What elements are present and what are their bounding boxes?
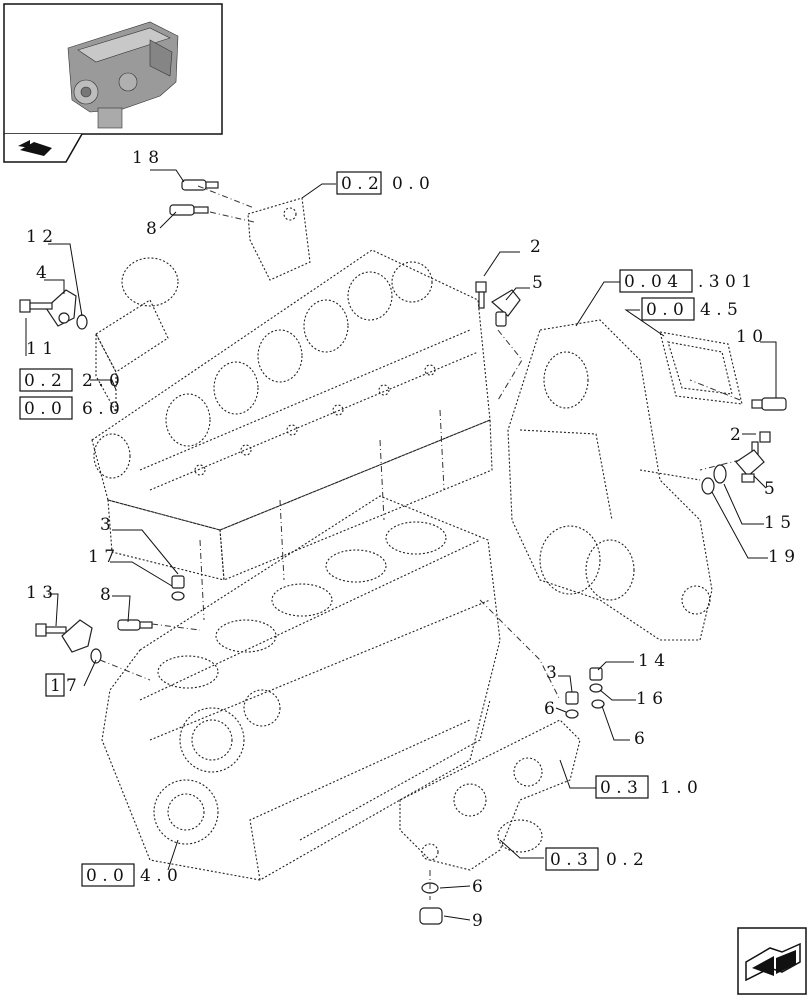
ref-0302[interactable]: 0 . 3 0 . 2 (545, 847, 644, 871)
callout-10: 1 0 (736, 327, 763, 347)
svg-text:0 . 0: 0 . 0 (86, 866, 124, 886)
callout-5-top: 5 (532, 273, 543, 293)
callout-labels: 1 8 8 1 2 4 1 1 2 5 1 0 2 5 1 5 1 9 3 1 … (26, 148, 795, 931)
side-cover (95, 257, 179, 415)
svg-text:0 . 0: 0 . 0 (646, 300, 684, 320)
sensor-10 (751, 397, 787, 411)
sensor-13 (61, 619, 93, 653)
svg-text:7: 7 (66, 676, 77, 696)
timing-gear-housing (507, 319, 713, 641)
bolt-11 (19, 299, 53, 313)
reference-boxes: 0 . 2 0 . 0 0 . 0 4 . 3 0 1 0 . 0 4 . 5 … (19, 171, 752, 887)
callout-8-left: 8 (100, 585, 111, 605)
ref-0045[interactable]: 0 . 0 4 . 5 (641, 297, 738, 321)
callout-17: 1 7 (88, 547, 115, 567)
callout-9: 9 (472, 911, 483, 931)
callout-6-right: 6 (634, 729, 645, 749)
callout-3-right: 3 (546, 663, 557, 683)
callout-15: 1 5 (764, 513, 791, 533)
alignment-lines (99, 185, 741, 900)
callout-14: 1 4 (638, 651, 665, 671)
engine-thumbnail-icon[interactable] (3, 3, 223, 135)
plug-3 (565, 691, 579, 705)
plug-14 (589, 667, 603, 681)
sensors-and-fittings (19, 179, 787, 925)
sensor-18 (181, 179, 219, 191)
svg-text:0 . 2: 0 . 2 (24, 371, 62, 391)
next-page-arrow-icon[interactable] (737, 927, 807, 995)
ref-0310[interactable]: 0 . 3 1 . 0 (595, 775, 698, 799)
svg-text:0 . 0: 0 . 0 (24, 399, 62, 419)
callout-4: 4 (36, 263, 47, 283)
sensor-8-left (117, 619, 153, 631)
callout-6-left: 6 (544, 699, 555, 719)
ref-04301[interactable]: 0 . 0 4 . 3 0 1 (619, 269, 752, 293)
ref-0040[interactable]: 0 . 0 4 . 0 (81, 863, 178, 887)
sensor-5-top (490, 289, 521, 327)
bolt-13 (35, 623, 67, 637)
svg-text:1: 1 (50, 676, 61, 696)
oil-filter-housing (399, 719, 581, 871)
callout-2-right: 2 (730, 425, 741, 445)
engine-block (101, 495, 501, 881)
callout-8-top: 8 (146, 219, 157, 239)
ref-0060[interactable]: 0 . 0 6 . 0 (19, 396, 120, 420)
previous-page-arrow-icon[interactable] (3, 133, 83, 163)
callout-6-bottom: 6 (472, 877, 483, 897)
bracket (247, 197, 311, 281)
washer-6a (565, 709, 579, 719)
callout-12: 1 2 (26, 227, 53, 247)
bolt-2-top (475, 281, 487, 309)
sensor-5-right (735, 449, 765, 483)
oring-15 (713, 464, 727, 484)
callout-11: 1 1 (26, 339, 53, 359)
svg-text:0 . 2: 0 . 2 (341, 174, 379, 194)
svg-text:0 . 2: 0 . 2 (606, 850, 644, 870)
svg-text:. 3 0 1: . 3 0 1 (698, 272, 752, 292)
callout-2-top: 2 (530, 237, 541, 257)
sensor-4 (45, 289, 77, 327)
washer-16 (589, 683, 603, 693)
cover-plate (659, 331, 743, 405)
ref-0220[interactable]: 0 . 2 2 . 0 (19, 368, 120, 392)
callout-3-left: 3 (100, 515, 111, 535)
svg-text:6 . 0: 6 . 0 (82, 399, 120, 419)
callout-5-right: 5 (764, 479, 775, 499)
svg-text:4 . 0: 4 . 0 (140, 866, 178, 886)
callout-13: 1 3 (26, 583, 53, 603)
svg-text:4 . 5: 4 . 5 (700, 300, 738, 320)
svg-text:0 . 3: 0 . 3 (600, 778, 638, 798)
washer-6b (591, 699, 605, 709)
callout-18: 1 8 (132, 148, 159, 168)
oring-left (90, 648, 102, 664)
svg-text:0 . 3: 0 . 3 (550, 850, 588, 870)
svg-text:2 . 0: 2 . 0 (82, 371, 120, 391)
plug-17 (171, 575, 185, 601)
svg-text:0 . 0 4: 0 . 0 4 (624, 272, 678, 292)
sensor-8-top (169, 204, 209, 216)
callout-16: 1 6 (636, 689, 663, 709)
svg-text:0 . 0: 0 . 0 (392, 174, 430, 194)
leader-lines (25, 169, 777, 921)
svg-text:1 . 0: 1 . 0 (660, 778, 698, 798)
ref-0200[interactable]: 0 . 2 0 . 0 (336, 171, 430, 195)
oring-12 (76, 314, 88, 330)
cylinder-head (91, 249, 493, 581)
plug-9 (419, 907, 443, 925)
callout-19: 1 9 (768, 547, 795, 567)
ref-17[interactable]: 1 7 (45, 673, 77, 697)
oring-19 (701, 477, 715, 495)
